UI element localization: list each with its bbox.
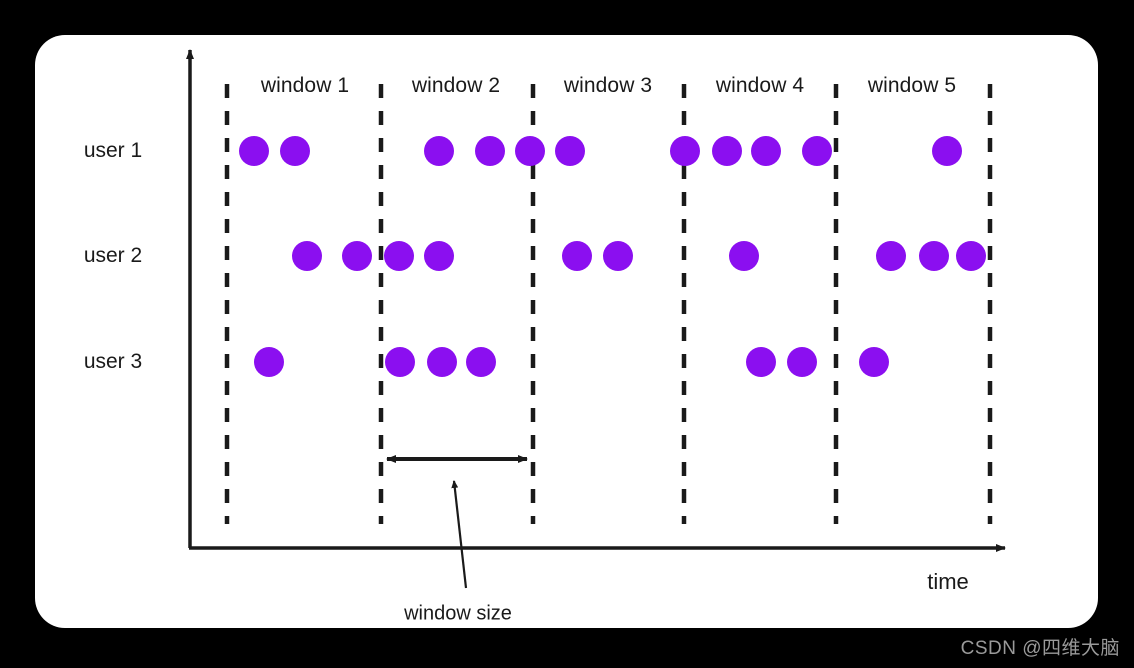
event-dot [562,241,592,271]
watermark: CSDN @四维大脑 [960,638,1120,659]
event-dot [746,347,776,377]
window-label-2: window 2 [411,74,501,97]
row-label-user-2: user 2 [83,244,143,267]
event-dot [859,347,889,377]
event-dot [427,347,457,377]
event-dot [876,241,906,271]
event-dot [342,241,372,271]
window-size-label: window size [404,602,512,625]
event-dot [932,136,962,166]
x-axis-label: time [927,569,969,594]
event-dot [424,241,454,271]
event-dot [751,136,781,166]
event-dot [802,136,832,166]
row-label-user-1: user 1 [83,139,143,162]
event-dot [712,136,742,166]
event-dot [292,241,322,271]
event-dot [515,136,545,166]
event-dot [603,241,633,271]
event-dot [239,136,269,166]
window-label-1: window 1 [260,74,350,97]
window-label-3: window 3 [563,74,653,97]
event-dot [475,136,505,166]
event-dot [280,136,310,166]
event-dot [787,347,817,377]
event-dot [384,241,414,271]
window-label-4: window 4 [715,74,805,97]
event-dot [555,136,585,166]
event-dot [466,347,496,377]
event-dot [424,136,454,166]
event-dot [670,136,700,166]
figure-card [35,35,1098,628]
event-dot [729,241,759,271]
row-label-user-3: user 3 [83,350,143,373]
event-dot [956,241,986,271]
event-dot [254,347,284,377]
window-label-5: window 5 [867,74,957,97]
event-dot [919,241,949,271]
event-dot [385,347,415,377]
